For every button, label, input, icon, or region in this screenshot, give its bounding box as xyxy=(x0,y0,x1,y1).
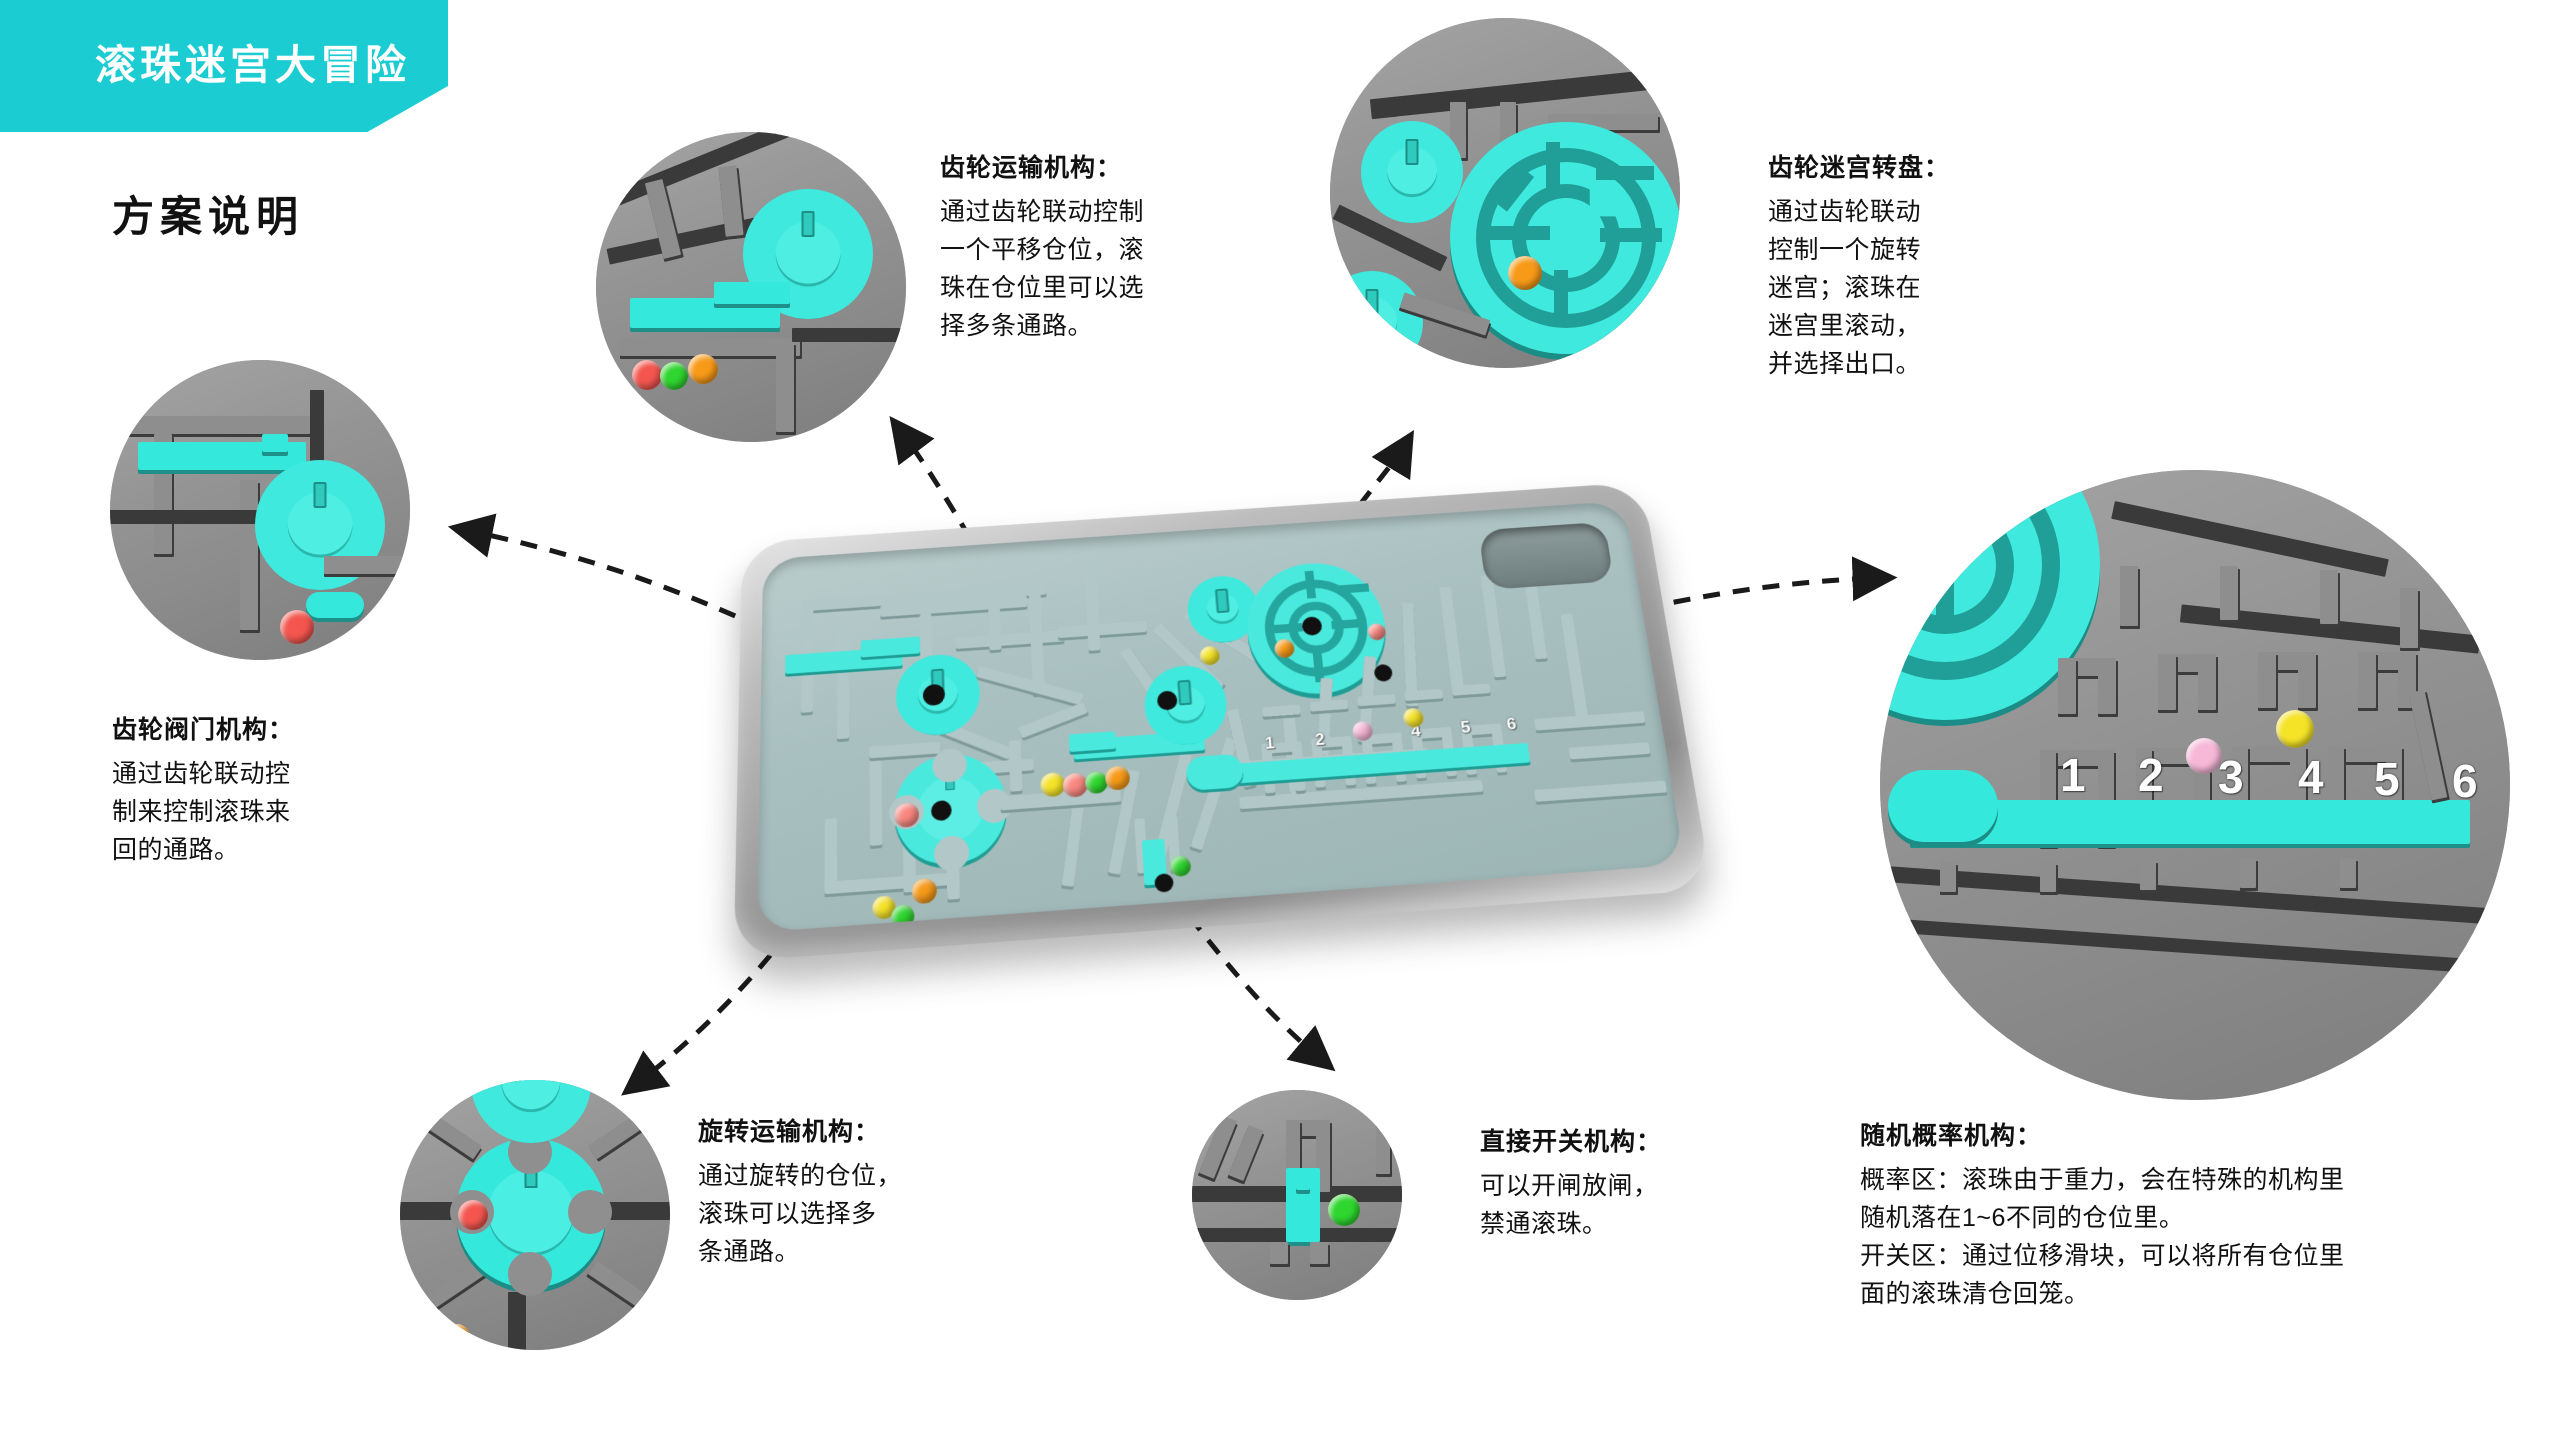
board-slot-number-1: 1 xyxy=(1264,734,1275,754)
ball-orange xyxy=(688,354,718,384)
ball-yellow xyxy=(2276,710,2314,748)
detail-bubble-gear-valve xyxy=(110,360,410,660)
slot-number-4: 4 xyxy=(2298,750,2324,804)
maze-device[interactable]: 1 2 4 5 6 xyxy=(734,482,1713,962)
slot-number-6: 6 xyxy=(2452,754,2478,808)
callout-title: 齿轮阀门机构： xyxy=(112,710,412,746)
board-slot-number-5: 5 xyxy=(1460,718,1472,738)
callout-title: 齿轮运输机构： xyxy=(940,148,1240,184)
callout-body: 概率区：滚珠由于重力，会在特殊的机构里 随机落在1~6不同的仓位里。 开关区：通… xyxy=(1860,1161,2500,1313)
callout-body: 通过齿轮联动控制 一个平移仓位，滚 珠在仓位里可以选 择多条通路。 xyxy=(940,193,1240,345)
ball-pink xyxy=(2186,738,2222,774)
ball-green xyxy=(1328,1194,1360,1226)
ball-red xyxy=(632,360,662,390)
detail-bubble-gear-maze-turntable xyxy=(1330,18,1680,368)
ball-green xyxy=(1170,855,1192,877)
slot-number-2: 2 xyxy=(2138,748,2164,802)
callout-body: 通过齿轮联动控 制来控制滚珠来 回的通路。 xyxy=(112,755,412,869)
ball-yellow xyxy=(1199,646,1220,666)
slot-number-5: 5 xyxy=(2374,752,2400,806)
callout-gear-valve: 齿轮阀门机构： 通过齿轮联动控 制来控制滚珠来 回的通路。 xyxy=(112,710,412,869)
device-board: 1 2 4 5 6 xyxy=(757,501,1685,933)
ball-orange xyxy=(444,1324,470,1350)
detail-bubble-gear-transport xyxy=(596,132,906,442)
board-slider-handle[interactable] xyxy=(1185,753,1244,790)
page-title: 方案说明 xyxy=(112,183,304,244)
pivot-marker xyxy=(1373,664,1393,682)
banner-title: 滚珠迷宫大冒险 xyxy=(95,31,410,91)
callout-direct-switch: 直接开关机构： 可以开闸放闸， 禁通滚珠。 xyxy=(1480,1122,1780,1243)
ball-yellow xyxy=(1402,708,1424,729)
callout-random-probability: 随机概率机构： 概率区：滚珠由于重力，会在特殊的机构里 随机落在1~6不同的仓位… xyxy=(1860,1116,2500,1313)
detail-bubble-direct-switch xyxy=(1192,1090,1402,1300)
ball-storage-tray[interactable] xyxy=(1478,522,1614,590)
pivot-marker xyxy=(1154,873,1174,893)
callout-body: 通过旋转的仓位， 滚珠可以选择多 条通路。 xyxy=(698,1157,998,1271)
callout-rotary-transport: 旋转运输机构： 通过旋转的仓位， 滚珠可以选择多 条通路。 xyxy=(698,1112,998,1271)
ball-orange xyxy=(912,878,937,905)
ball-red xyxy=(458,1200,488,1230)
callout-body: 可以开闸放闸， 禁通滚珠。 xyxy=(1480,1167,1780,1243)
board-slot-number-6: 6 xyxy=(1506,715,1518,735)
detail-bubble-random-probability: 1 2 3 4 5 6 xyxy=(1880,470,2510,1100)
callout-title: 旋转运输机构： xyxy=(698,1112,998,1148)
ball-red xyxy=(280,610,314,644)
header-banner: 滚珠迷宫大冒险 xyxy=(0,0,448,132)
rotary-carrier-disc[interactable] xyxy=(456,1138,606,1288)
detail-bubble-rotary-transport xyxy=(400,1080,670,1350)
callout-gear-maze-turntable: 齿轮迷宫转盘： 通过齿轮联动 控制一个旋转 迷宫；滚珠在 迷宫里滚动， 并选择出… xyxy=(1768,148,2068,383)
slider-handle[interactable] xyxy=(1888,770,1998,842)
callout-body: 通过齿轮联动 控制一个旋转 迷宫；滚珠在 迷宫里滚动， 并选择出口。 xyxy=(1768,193,2068,383)
callout-title: 随机概率机构： xyxy=(1860,1116,2500,1152)
callout-title: 齿轮迷宫转盘： xyxy=(1768,148,2068,184)
slot-number-1: 1 xyxy=(2060,748,2086,802)
board-slot-number-2: 2 xyxy=(1314,730,1325,750)
callout-title: 直接开关机构： xyxy=(1480,1122,1780,1158)
ball-orange xyxy=(1508,256,1542,290)
ball-green xyxy=(660,362,688,390)
callout-gear-transport: 齿轮运输机构： 通过齿轮联动控制 一个平移仓位，滚 珠在仓位里可以选 择多条通路… xyxy=(940,148,1240,345)
gear-upper[interactable] xyxy=(1191,579,1256,640)
